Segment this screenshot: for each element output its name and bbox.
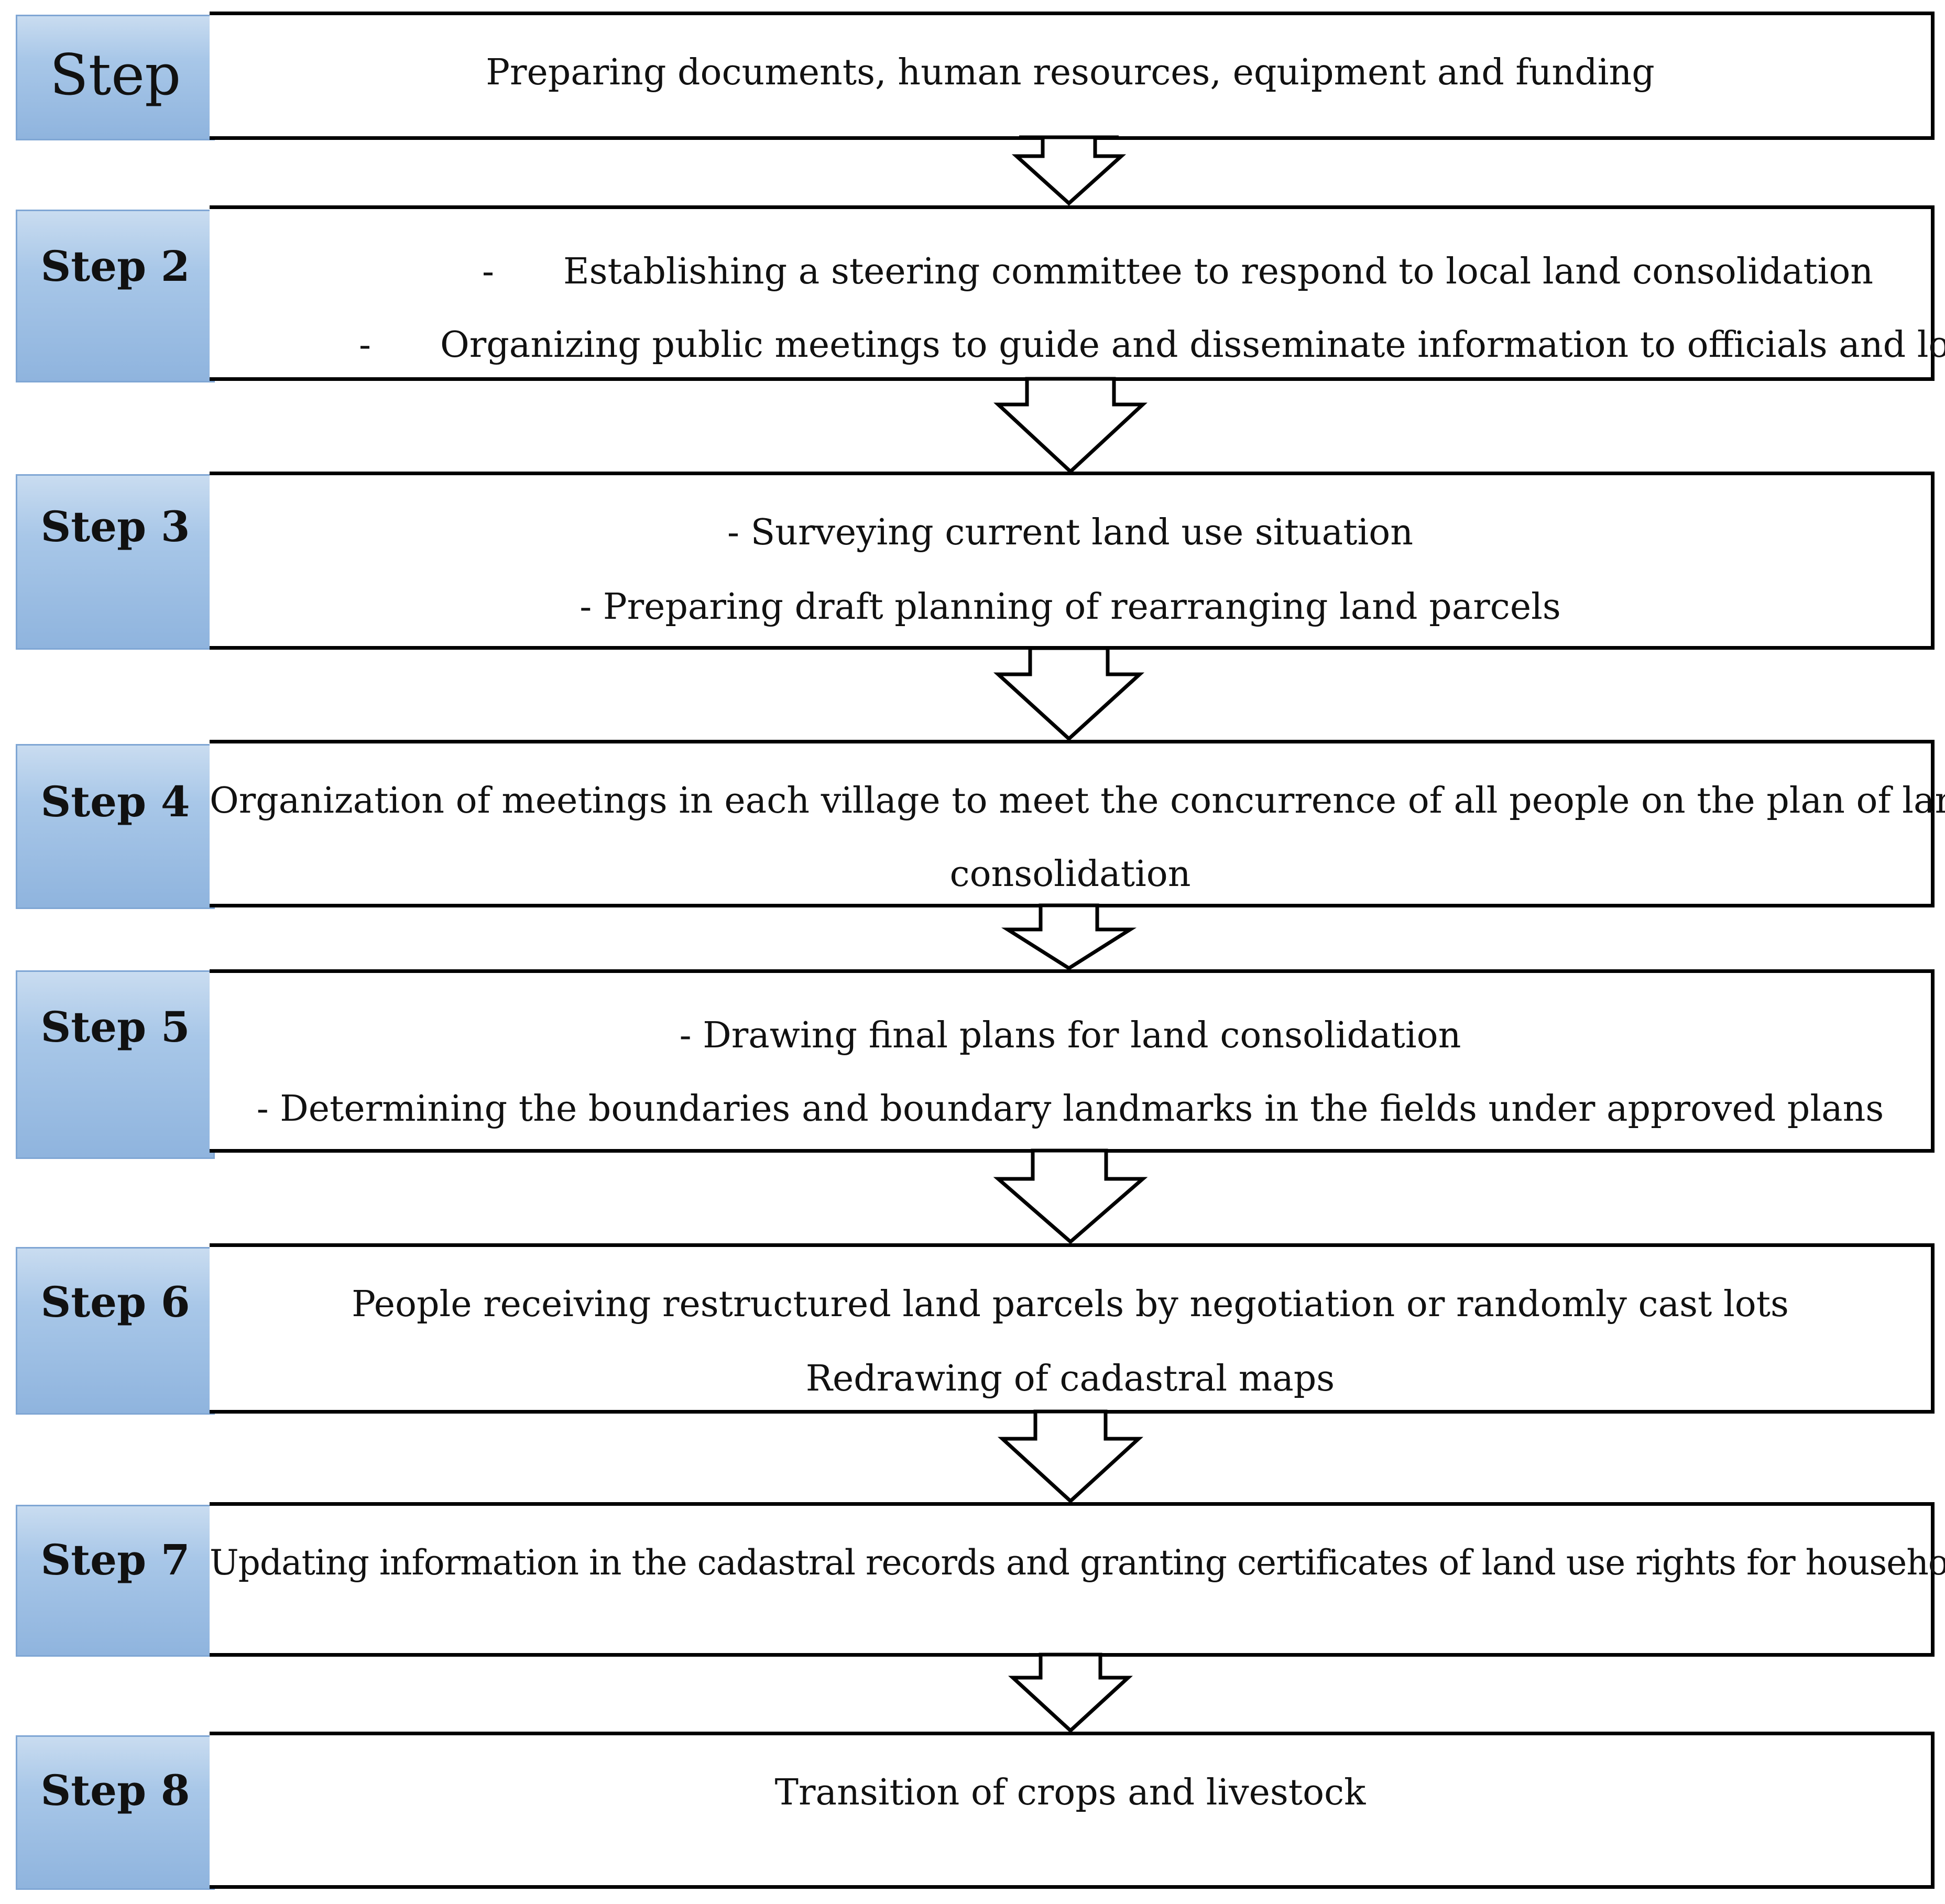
step-6-label-text: Step 6 xyxy=(40,1277,190,1327)
step-7-label: Step 7 xyxy=(16,1505,215,1657)
step-8-line-1: Transition of crops and livestock xyxy=(774,1772,1366,1813)
step-6-line-2: Redrawing of cadastral maps xyxy=(805,1358,1335,1399)
step-2-box: - Establishing a steering committee to r… xyxy=(210,205,1945,381)
step-5-label-text: Step 5 xyxy=(40,1002,190,1052)
step-6-line-1: People receiving restructured land parce… xyxy=(352,1284,1789,1325)
step-4-label: Step 4 xyxy=(16,744,215,909)
step-6-box: People receiving restructured land parce… xyxy=(210,1243,1935,1414)
step-2-label-text: Step 2 xyxy=(40,242,190,291)
arrow-1-2 xyxy=(1011,135,1127,206)
step-1-box: Preparing documents, human resources, eq… xyxy=(210,12,1935,140)
step-1-line-1: Preparing documents, human resources, eq… xyxy=(486,52,1655,93)
step-4-box: Organization of meetings in each village… xyxy=(210,740,1945,907)
step-5-box: - Drawing final plans for land consolida… xyxy=(210,969,1935,1153)
arrow-3-4 xyxy=(993,646,1145,741)
step-5-label: Step 5 xyxy=(16,970,215,1159)
step-1-label-text: Step xyxy=(49,42,181,108)
step-7-box: Updating information in the cadastral re… xyxy=(210,1502,1945,1657)
step-2-line-1: Establishing a steering committee to res… xyxy=(563,251,1874,292)
step-7-line-1: Updating information in the cadastral re… xyxy=(210,1542,1945,1583)
arrow-5-6 xyxy=(993,1148,1148,1244)
step-4-label-text: Step 4 xyxy=(40,777,190,826)
step-3-label: Step 3 xyxy=(16,474,215,650)
step-7-label-text: Step 7 xyxy=(40,1535,190,1584)
step-8-label: Step 8 xyxy=(16,1735,215,1890)
step-6-label: Step 6 xyxy=(16,1247,215,1415)
step-3-box: - Surveying current land use situation -… xyxy=(210,472,1935,650)
step-3-line-2: - Preparing draft planning of rearrangin… xyxy=(580,586,1561,628)
step-2-label: Step 2 xyxy=(16,210,215,382)
step-2-bullet-2: - xyxy=(359,324,371,366)
step-1-label: Step xyxy=(16,15,215,140)
step-2-bullet-1: - xyxy=(482,251,494,292)
step-3-label-text: Step 3 xyxy=(40,502,190,551)
step-8-label-text: Step 8 xyxy=(40,1766,190,1815)
step-4-line-1: Organization of meetings in each village… xyxy=(210,780,1945,822)
step-3-line-1: - Surveying current land use situation xyxy=(727,512,1413,553)
step-2-line-2: Organizing public meetings to guide and … xyxy=(440,324,1945,366)
step-5-line-2: - Determining the boundaries and boundar… xyxy=(256,1088,1884,1130)
step-4-line-2: consolidation xyxy=(949,853,1191,895)
step-8-box: Transition of crops and livestock xyxy=(210,1732,1935,1889)
arrow-7-8 xyxy=(1008,1653,1133,1733)
arrow-4-5 xyxy=(1001,903,1137,971)
arrow-2-3 xyxy=(993,377,1148,474)
step-5-line-1: - Drawing final plans for land consolida… xyxy=(679,1015,1461,1056)
arrow-6-7 xyxy=(997,1409,1144,1504)
